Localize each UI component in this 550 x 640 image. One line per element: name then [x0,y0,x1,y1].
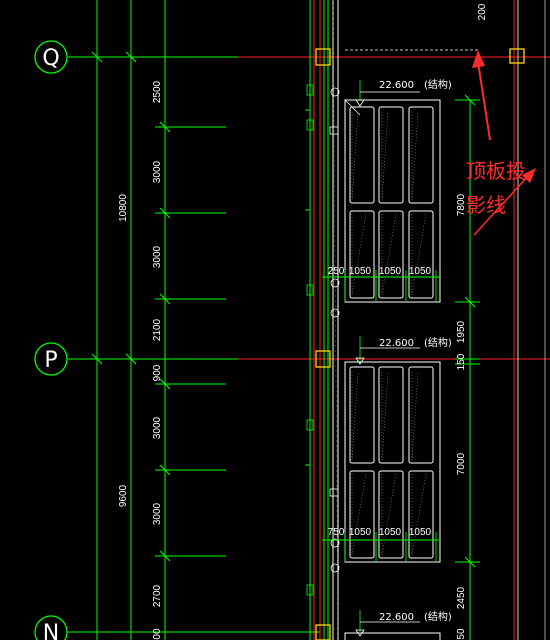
window-width: 250 [328,266,345,277]
dim-total-upper: 10800 [118,194,129,222]
arrow-head-icon [472,50,485,68]
right-dimension-lines [455,94,480,640]
window-block-1: 22.600 (结构) 250 1050 1050 1050 [322,78,452,303]
window-width: 1050 [349,527,372,538]
dim-right: 2450 [456,586,467,609]
column-markers [315,48,525,640]
window-width: 1050 [349,266,372,277]
arrow-head-icon [522,168,536,183]
dim-segment: 3000 [152,245,163,268]
dim-total-lower: 9600 [118,484,129,507]
window-block-3: 22.600 (结构) [344,610,452,640]
elevation-label: 22.600 [379,338,414,349]
dim-segment: 900 [152,364,163,381]
grid-lines [68,56,550,633]
window-width: 1050 [409,527,432,538]
window-width: 1050 [409,266,432,277]
dim-top: 200 [477,3,488,20]
column-box [315,48,331,66]
roof-projection-annotation: 顶板投 影线 [466,50,536,236]
structure-note: (结构) [424,610,452,623]
window-width: 750 [328,527,345,538]
dim-segment: 3000 [152,502,163,525]
column-box [315,624,331,640]
dim-right: 150 [456,353,467,370]
dim-right: 50 [456,628,467,640]
window-block-2: 22.600 (结构) 750 1050 1050 1050 [322,336,452,563]
structure-note: (结构) [424,78,452,91]
dim-right: 1950 [456,320,467,343]
grid-bubble-q: Q [34,40,68,74]
dim-segment: 2500 [152,80,163,103]
structure-note: (结构) [424,336,452,349]
dim-segment: 3000 [152,416,163,439]
annotation-line-2: 影线 [466,193,506,217]
dim-segment: 3000 [152,160,163,183]
dim-segment: 00 [152,628,163,640]
column-box [315,350,331,368]
drain-symbols [329,87,340,573]
dim-right: 7800 [456,193,467,216]
axis-label-n: N [43,621,59,640]
wall-lines [305,0,519,640]
dim-right: 7000 [456,452,467,475]
elevation-label: 22.600 [379,612,414,623]
grid-bubble-p: P [34,342,68,376]
window-width: 1050 [379,266,402,277]
grid-bubble-n: N [34,615,68,640]
wall-symbols [306,84,314,596]
left-dimension-lines [91,0,226,640]
axis-label-q: Q [42,46,59,71]
window-width: 1050 [379,527,402,538]
elevation-label: 22.600 [379,80,414,91]
annotation-line-1: 顶板投 [466,159,526,183]
dim-segment: 2100 [152,318,163,341]
dim-segment: 2700 [152,584,163,607]
axis-label-p: P [44,348,57,373]
column-box [509,48,525,64]
